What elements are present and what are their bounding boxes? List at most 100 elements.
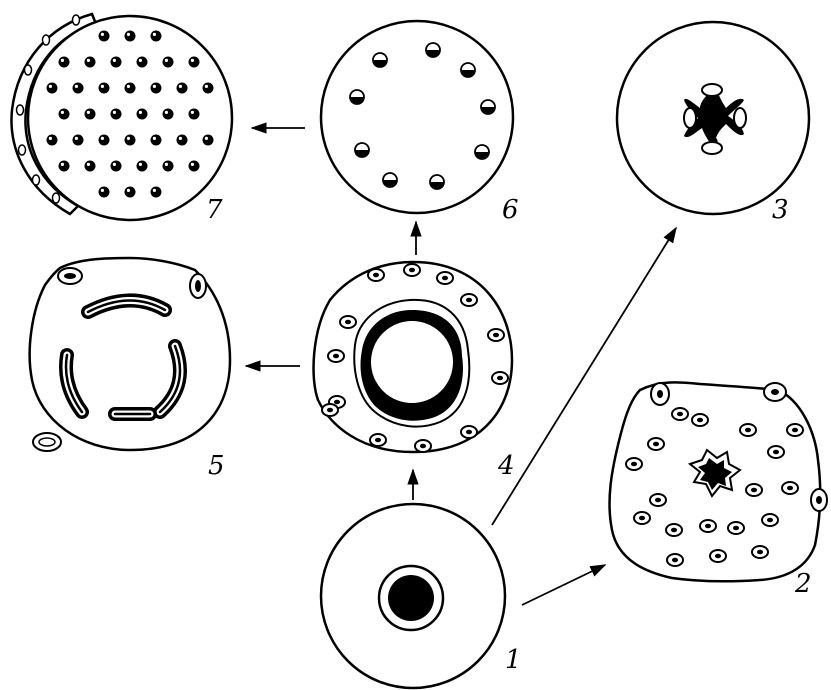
granule [125,135,136,146]
granule [111,57,122,68]
vesicle [710,550,726,562]
granule [461,63,475,77]
granule [481,100,495,114]
stage-1-cell [321,504,505,688]
granule [355,143,369,157]
vesicle [787,424,803,436]
granule [125,187,136,198]
stage-label-4: 4 [497,451,515,481]
vesicle [73,15,80,25]
stage-label-7: 7 [206,195,223,225]
vesicle [17,105,24,115]
granule [189,161,200,172]
granule [203,83,214,94]
granule [85,109,96,120]
vesicle [492,372,508,384]
granule [373,53,387,67]
granule [189,109,200,120]
granule [85,161,96,172]
granule [73,135,84,146]
granule [163,161,174,172]
granule [47,135,58,146]
vesicle [762,514,778,526]
vesicle [666,524,682,536]
granule [151,31,162,42]
granule [383,173,397,187]
vesicle [437,272,453,284]
granule [99,187,110,198]
vesicle [340,316,356,328]
granule [475,145,489,159]
stage-label-5: 5 [208,451,225,481]
granule [59,109,70,120]
stage-6-cell [321,21,513,213]
granule [177,83,188,94]
vesicle [25,65,32,75]
vesicle [692,414,708,426]
vesicle [700,520,716,532]
stage-label-1: 1 [505,645,522,675]
granule [163,57,174,68]
vesicle [370,434,386,446]
vesicle [19,145,26,155]
vesicle [415,440,431,452]
vesicle [650,494,666,506]
vesicle [752,546,768,558]
granule [47,83,58,94]
stage-7-cell [11,14,232,220]
vesicle [782,482,798,494]
stage-label-2: 2 [794,569,812,599]
granule [59,161,70,172]
vesicle [626,458,642,470]
granule [137,109,148,120]
granule [137,57,148,68]
granule [73,83,84,94]
granule [125,83,136,94]
stage-label-6: 6 [502,195,519,225]
granule [151,83,162,94]
vesicle [648,438,664,450]
stage-3-cell [617,22,809,214]
vesicle [328,350,344,362]
granule [99,135,110,146]
granule [430,175,444,189]
vesicle [461,294,477,306]
granule [111,109,122,120]
granule [59,57,70,68]
stage-2-cell [610,382,827,581]
vesicle [404,264,420,276]
granule [111,161,122,172]
granule [151,187,162,198]
granule [99,31,110,42]
granule [177,135,188,146]
vesicle [728,522,744,534]
vesicle [33,175,40,185]
granule [163,109,174,120]
granule [137,161,148,172]
vesicle [488,329,504,341]
granule [426,43,440,57]
vesicle [322,404,338,416]
vesicle [746,484,762,496]
granule [189,57,200,68]
granule [125,31,136,42]
granule [203,135,214,146]
stage-label-3: 3 [772,195,789,225]
vesicle [740,424,756,436]
vesicle [634,512,650,524]
vesicle [768,446,784,458]
granule [99,83,110,94]
vesicle [43,35,50,45]
vesicle [667,554,683,566]
vesicle [53,193,60,203]
vesicle [461,426,477,438]
vesicle [672,408,688,420]
stage-5-cell [30,258,230,451]
granule [151,135,162,146]
stage-4-cell [314,262,512,452]
arrow-1-to-2 [522,565,605,605]
vesicle [368,269,384,281]
granule [85,57,96,68]
granule [350,90,364,104]
